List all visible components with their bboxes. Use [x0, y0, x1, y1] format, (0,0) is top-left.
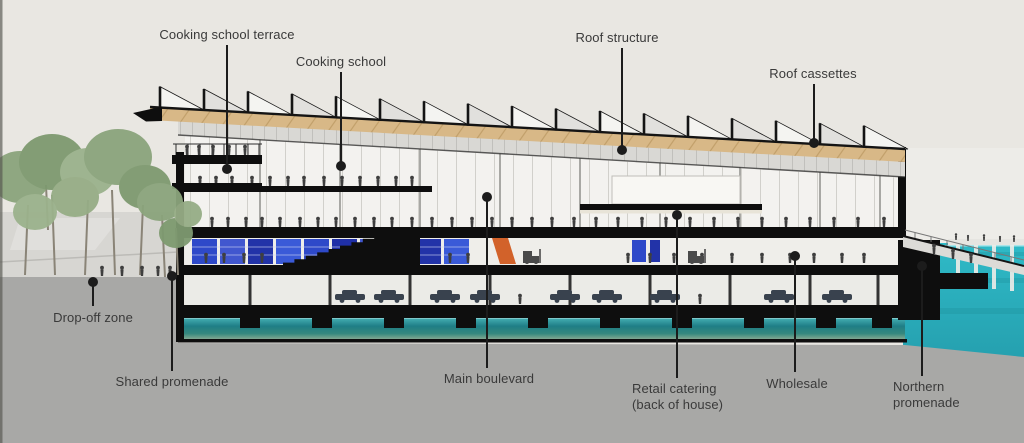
haze-backdrop [903, 148, 1024, 246]
leader-line-northern-promenade [921, 270, 923, 376]
trees [0, 129, 202, 278]
leader-dot-roof-structure [617, 145, 627, 155]
label-cooking-school-terrace: Cooking school terrace [159, 27, 295, 42]
roof-left-tip [133, 106, 162, 122]
retail-catering-volume [580, 175, 762, 214]
leader-dot-cooking-school-terrace [222, 164, 232, 174]
parking-level [185, 275, 900, 305]
left-edge-line [0, 0, 3, 443]
roof-assembly [133, 85, 909, 178]
leader-dot-shared-promenade [167, 271, 177, 281]
label-main-boulevard: Main boulevard [443, 371, 535, 386]
main-boulevard-level [178, 216, 905, 238]
northern-promenade-structure [898, 229, 1024, 320]
label-wholesale: Wholesale [766, 376, 828, 391]
leader-dot-main-boulevard [482, 192, 492, 202]
label-roof-cassettes: Roof cassettes [769, 66, 857, 81]
label-cooking-school: Cooking school [295, 54, 387, 69]
escalator [492, 238, 516, 264]
roof-top-line [149, 105, 906, 151]
leader-dot-roof-cassettes [809, 138, 819, 148]
leader-dot-wholesale [790, 251, 800, 261]
leader-line-retail-catering [676, 219, 678, 378]
leader-line-roof-cassettes [813, 84, 815, 139]
leader-line-wholesale [794, 260, 796, 372]
roof-wood-band [150, 107, 905, 162]
right-facade [898, 147, 906, 238]
label-shared-promenade: Shared promenade [115, 374, 229, 389]
label-roof-structure: Roof structure [575, 30, 659, 45]
foreground-ground [0, 277, 1024, 443]
label-drop-off-zone: Drop-off zone [53, 310, 133, 325]
leader-line-roof-structure [621, 48, 623, 146]
leader-line-main-boulevard [486, 201, 488, 368]
leader-line-shared-promenade [171, 280, 173, 371]
cooking-school-level [178, 175, 432, 192]
plaza [0, 212, 179, 277]
leader-dot-cooking-school [336, 161, 346, 171]
bottom-slab [178, 305, 907, 343]
cooking-school-terrace [172, 143, 262, 189]
leader-line-drop-off-zone [92, 286, 94, 306]
leader-dot-drop-off-zone [88, 277, 98, 287]
market-floor-slab [178, 265, 905, 275]
leader-dot-retail-catering [672, 210, 682, 220]
leader-line-cooking-school [340, 72, 342, 162]
label-retail-catering: Retail catering(back of house) [632, 381, 724, 412]
leader-line-cooking-school-terrace [226, 45, 228, 165]
building-section [133, 85, 1024, 343]
leader-dot-northern-promenade [917, 261, 927, 271]
